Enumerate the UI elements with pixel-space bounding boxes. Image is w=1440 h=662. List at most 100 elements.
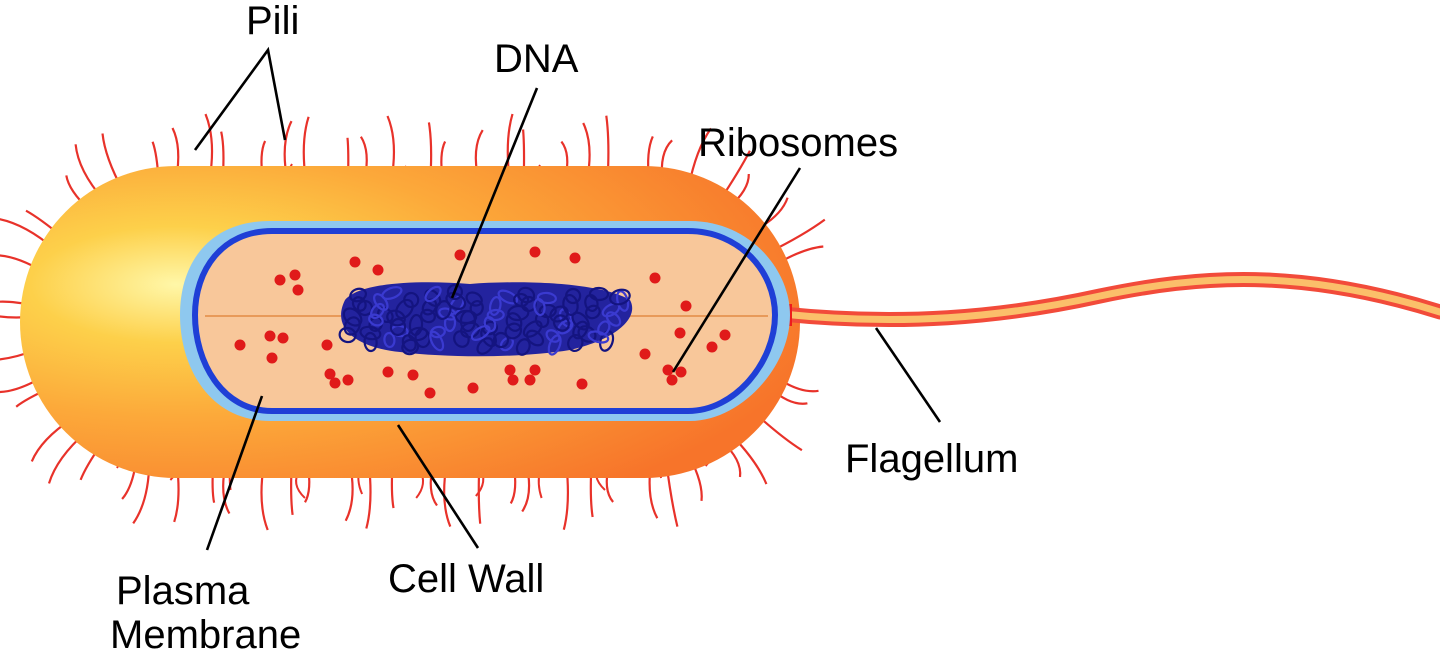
ribosome [706, 341, 718, 353]
dna-coil [567, 333, 584, 353]
leader-ribosomes [671, 167, 802, 373]
label-dna: DNA [494, 37, 579, 81]
dna-coil [584, 293, 599, 313]
leader-cell-wall [396, 424, 480, 549]
ribosome [576, 378, 588, 390]
dna-coil [492, 331, 510, 349]
dna-coil [455, 309, 478, 325]
dna-coil [513, 292, 530, 308]
label-cell-wall: Cell Wall [388, 557, 544, 601]
dna-coil [401, 338, 420, 356]
dna-coil [370, 302, 385, 320]
dna-nucleoid [338, 282, 633, 357]
label-ribosomes: Ribosomes [698, 121, 898, 165]
dna-coil [453, 330, 470, 348]
dna-coil [443, 313, 457, 333]
dna-coil [545, 329, 561, 343]
leader-lines [193, 46, 942, 551]
ribosome [569, 252, 581, 264]
dna-coil [445, 291, 467, 311]
ribosome [274, 274, 286, 286]
ribosome [424, 387, 436, 399]
dna-coil [395, 298, 414, 320]
dna-coil [351, 296, 367, 312]
ribosome [504, 364, 516, 376]
dna-coil [488, 296, 502, 316]
leader-flagellum [874, 327, 942, 423]
dna-coil [359, 325, 382, 341]
ribosome [349, 256, 361, 268]
label-pili: Pili [246, 0, 299, 43]
dna-coil [446, 283, 463, 301]
ribosome [680, 300, 692, 312]
ribosome [675, 366, 687, 378]
ribosome [719, 329, 731, 341]
dna-coil [424, 285, 442, 303]
ribosome [234, 339, 246, 351]
dna-coil [470, 325, 491, 341]
ribosome [292, 284, 304, 296]
ribosome [529, 246, 541, 258]
dna-coil [536, 291, 557, 305]
dna-coil [601, 302, 621, 318]
label-plasma-membrane-line2: Membrane [110, 613, 301, 657]
dna-coil [605, 311, 622, 327]
dna-coil [522, 320, 543, 338]
dna-coil [549, 305, 569, 323]
dna-coil [497, 289, 519, 305]
dna-coil [533, 297, 546, 317]
dna-coil [572, 320, 589, 340]
ribosome [674, 327, 686, 339]
ribosome [342, 374, 354, 386]
dna-coil [547, 334, 562, 356]
leader-pili [193, 46, 287, 151]
label-flagellum: Flagellum [845, 437, 1018, 481]
dna-coil [408, 313, 424, 337]
leader-plasma-membrane [205, 395, 264, 551]
dna-coil [403, 291, 420, 309]
dna-coil [429, 330, 445, 352]
ribosome [372, 264, 384, 276]
ribosomes-group [234, 246, 731, 399]
dna-coil [585, 304, 601, 320]
dna-coil [515, 338, 531, 356]
dna-coil [599, 330, 615, 352]
ribosome [454, 249, 466, 261]
ribosome [289, 269, 301, 281]
dna-coil [349, 287, 368, 303]
dna-coil [476, 337, 494, 355]
ribosome [266, 352, 278, 364]
dna-coil [525, 329, 545, 347]
dna-coil [609, 288, 631, 306]
dna-coil [435, 300, 452, 320]
ribosome [666, 374, 678, 386]
label-plasma-membrane-line1: Plasma [116, 569, 250, 613]
dna-coil [420, 308, 436, 324]
dna-coil [597, 320, 611, 336]
ribosome [382, 366, 394, 378]
dna-coil [588, 286, 610, 302]
ribosome [507, 374, 519, 386]
flagellum [768, 272, 1440, 328]
ribosome [277, 332, 289, 344]
leader-dna [450, 87, 539, 299]
ribosome [529, 364, 541, 376]
dna-coil [338, 326, 357, 344]
dna-coil [383, 331, 396, 349]
dna-coil [343, 316, 361, 336]
ribosome [264, 330, 276, 342]
ribosome [639, 348, 651, 360]
ribosome [649, 272, 661, 284]
dna-coil [389, 317, 407, 337]
ribosome [324, 368, 336, 380]
dna-coil [505, 312, 523, 332]
ribosome [524, 374, 536, 386]
ribosome [407, 369, 419, 381]
dna-coil [486, 308, 505, 322]
dna-coil [363, 331, 378, 353]
ribosome [467, 382, 479, 394]
dna-coil [587, 330, 610, 344]
ribosome [321, 339, 333, 351]
